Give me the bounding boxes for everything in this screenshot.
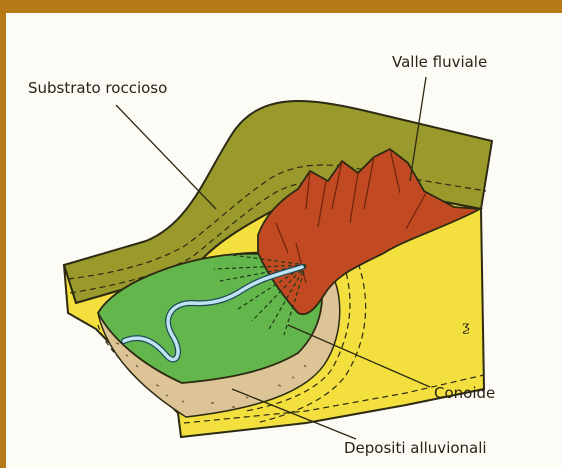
label-substrato-roccioso: Substrato roccioso [28,79,167,97]
label-depositi-alluvionali: Depositi alluvionali [344,439,487,457]
label-conoide: Conoide [434,384,495,402]
diagram-frame: Valle fluviale Substrato roccioso Conoid… [6,13,562,468]
label-valle-fluviale: Valle fluviale [392,53,487,71]
callout-line-substrato [116,105,216,209]
artist-signature: ƺ [462,319,470,335]
alluvial-fan-block-diagram: Valle fluviale Substrato roccioso Conoid… [6,13,562,468]
